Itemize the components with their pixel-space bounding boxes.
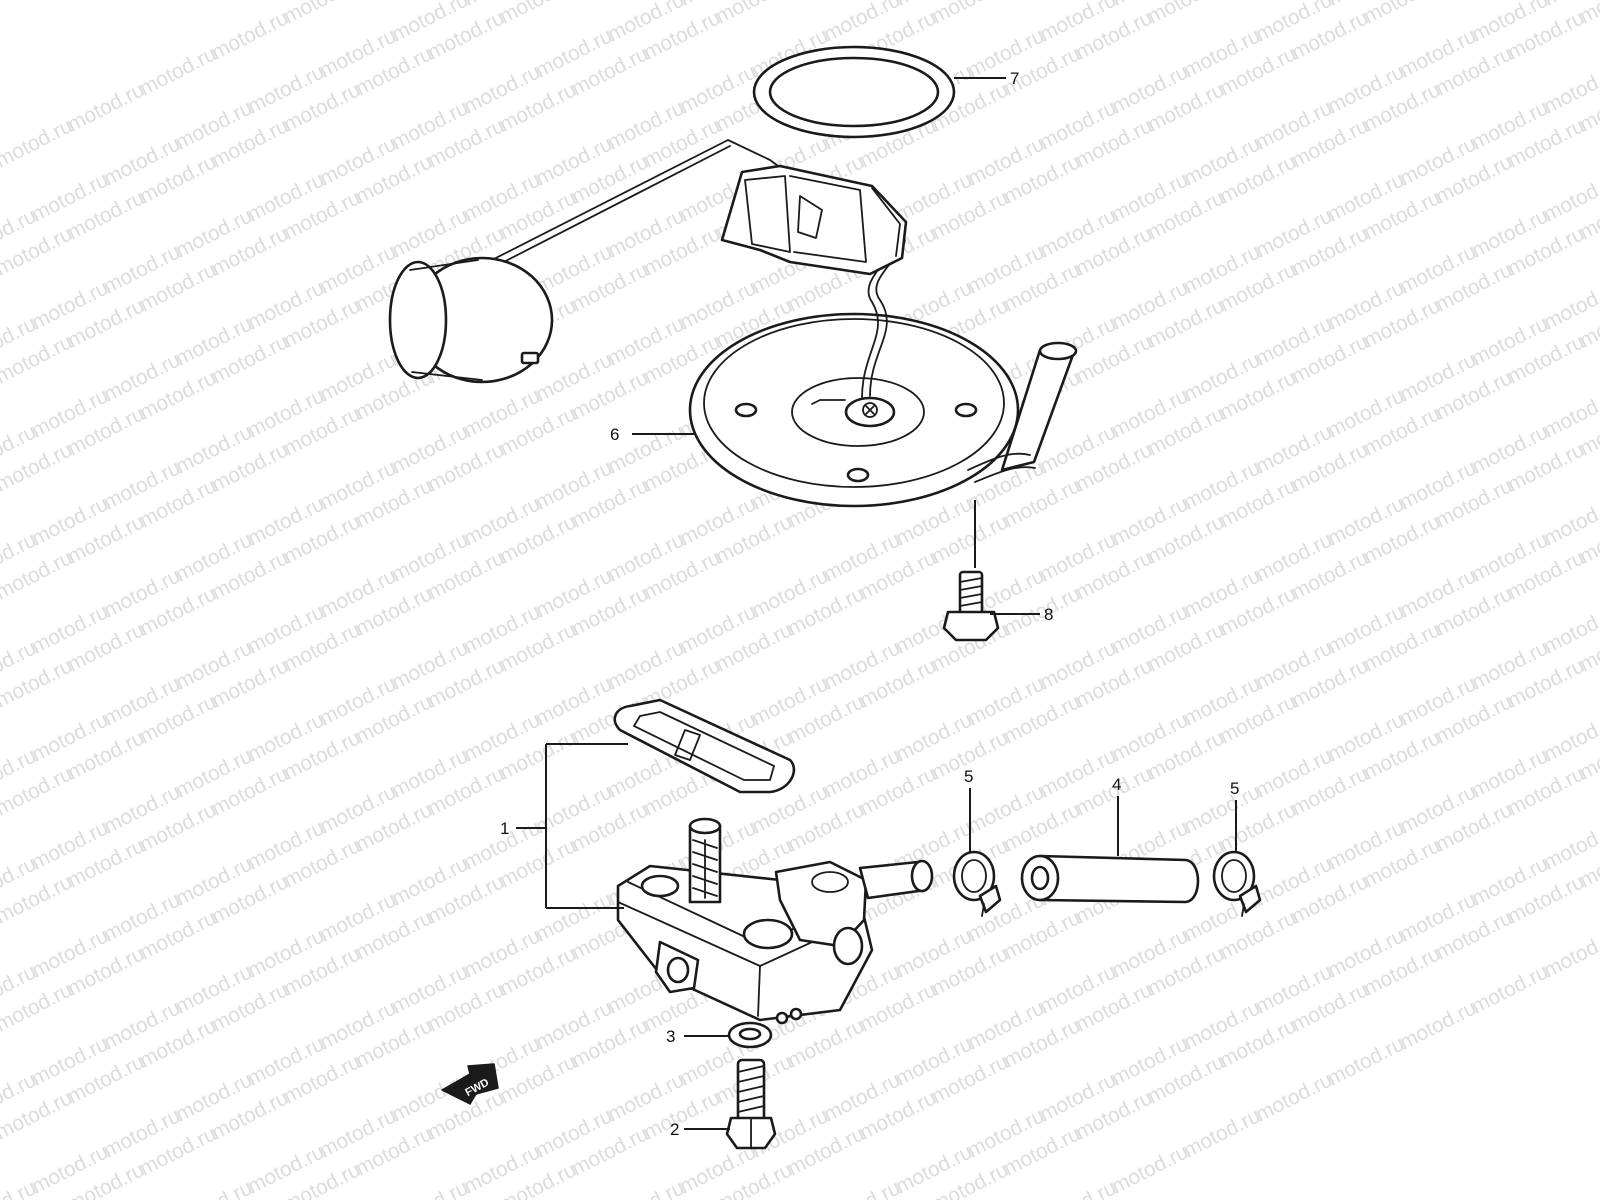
watermark-text: motod.ru [208,6,292,64]
watermark-text: motod.ru [136,42,220,100]
watermark-text: motod.ru [1540,924,1600,982]
watermark-text: motod.ru [820,1176,904,1200]
watermark-text: motod.ru [1252,1068,1336,1126]
watermark-text: motod.ru [1396,996,1480,1054]
callout-4: 4 [1112,775,1121,794]
part-fuel-level-gauge[interactable] [388,139,1078,508]
part-fuel-valve[interactable] [613,698,934,1025]
watermark-text: motod.ru [1468,960,1552,1018]
part-clamp-right[interactable] [1212,850,1262,917]
callout-6: 6 [610,425,619,444]
watermark-text: motod.ru [1180,1104,1264,1162]
watermark-text: motod.ru [496,0,580,28]
watermark-text: motod.ru [1108,1140,1192,1198]
callout-labels: 7 6 8 1 3 2 5 4 5 [500,69,1239,1139]
callout-5-right: 5 [1230,779,1239,798]
watermark-text: motod.ru [172,1176,256,1200]
callout-1: 1 [500,819,509,838]
watermark-text: motod.ru [388,1176,472,1200]
watermark-text: motod.ru [64,78,148,136]
watermark-text: motod.ru [1324,1032,1408,1090]
watermark-text: motod.ru [1360,0,1444,28]
part-bolt-2[interactable] [725,1058,777,1150]
watermark-text: motod.ru [1144,0,1228,28]
part-o-ring[interactable] [752,45,956,139]
watermark-text: motod.ru [604,1176,688,1200]
part-washer[interactable] [727,1021,773,1049]
part-fuel-hose[interactable] [1020,854,1200,904]
watermark-text: motod.ru [1036,1176,1120,1200]
callout-3: 3 [666,1027,675,1046]
watermark-text: motod.ru [0,114,76,172]
watermark-text: motod.ru [712,0,796,28]
part-clamp-left[interactable] [952,850,1002,917]
callout-5-left: 5 [964,767,973,786]
callout-7: 7 [1010,69,1019,88]
watermark-text: motod.ru [928,0,1012,28]
callout-8: 8 [1044,605,1053,624]
part-bolt-8[interactable] [942,570,1000,642]
callout-2: 2 [670,1120,679,1139]
watermark-text: motod.ru [280,0,364,28]
leader-lines [516,77,1237,1130]
